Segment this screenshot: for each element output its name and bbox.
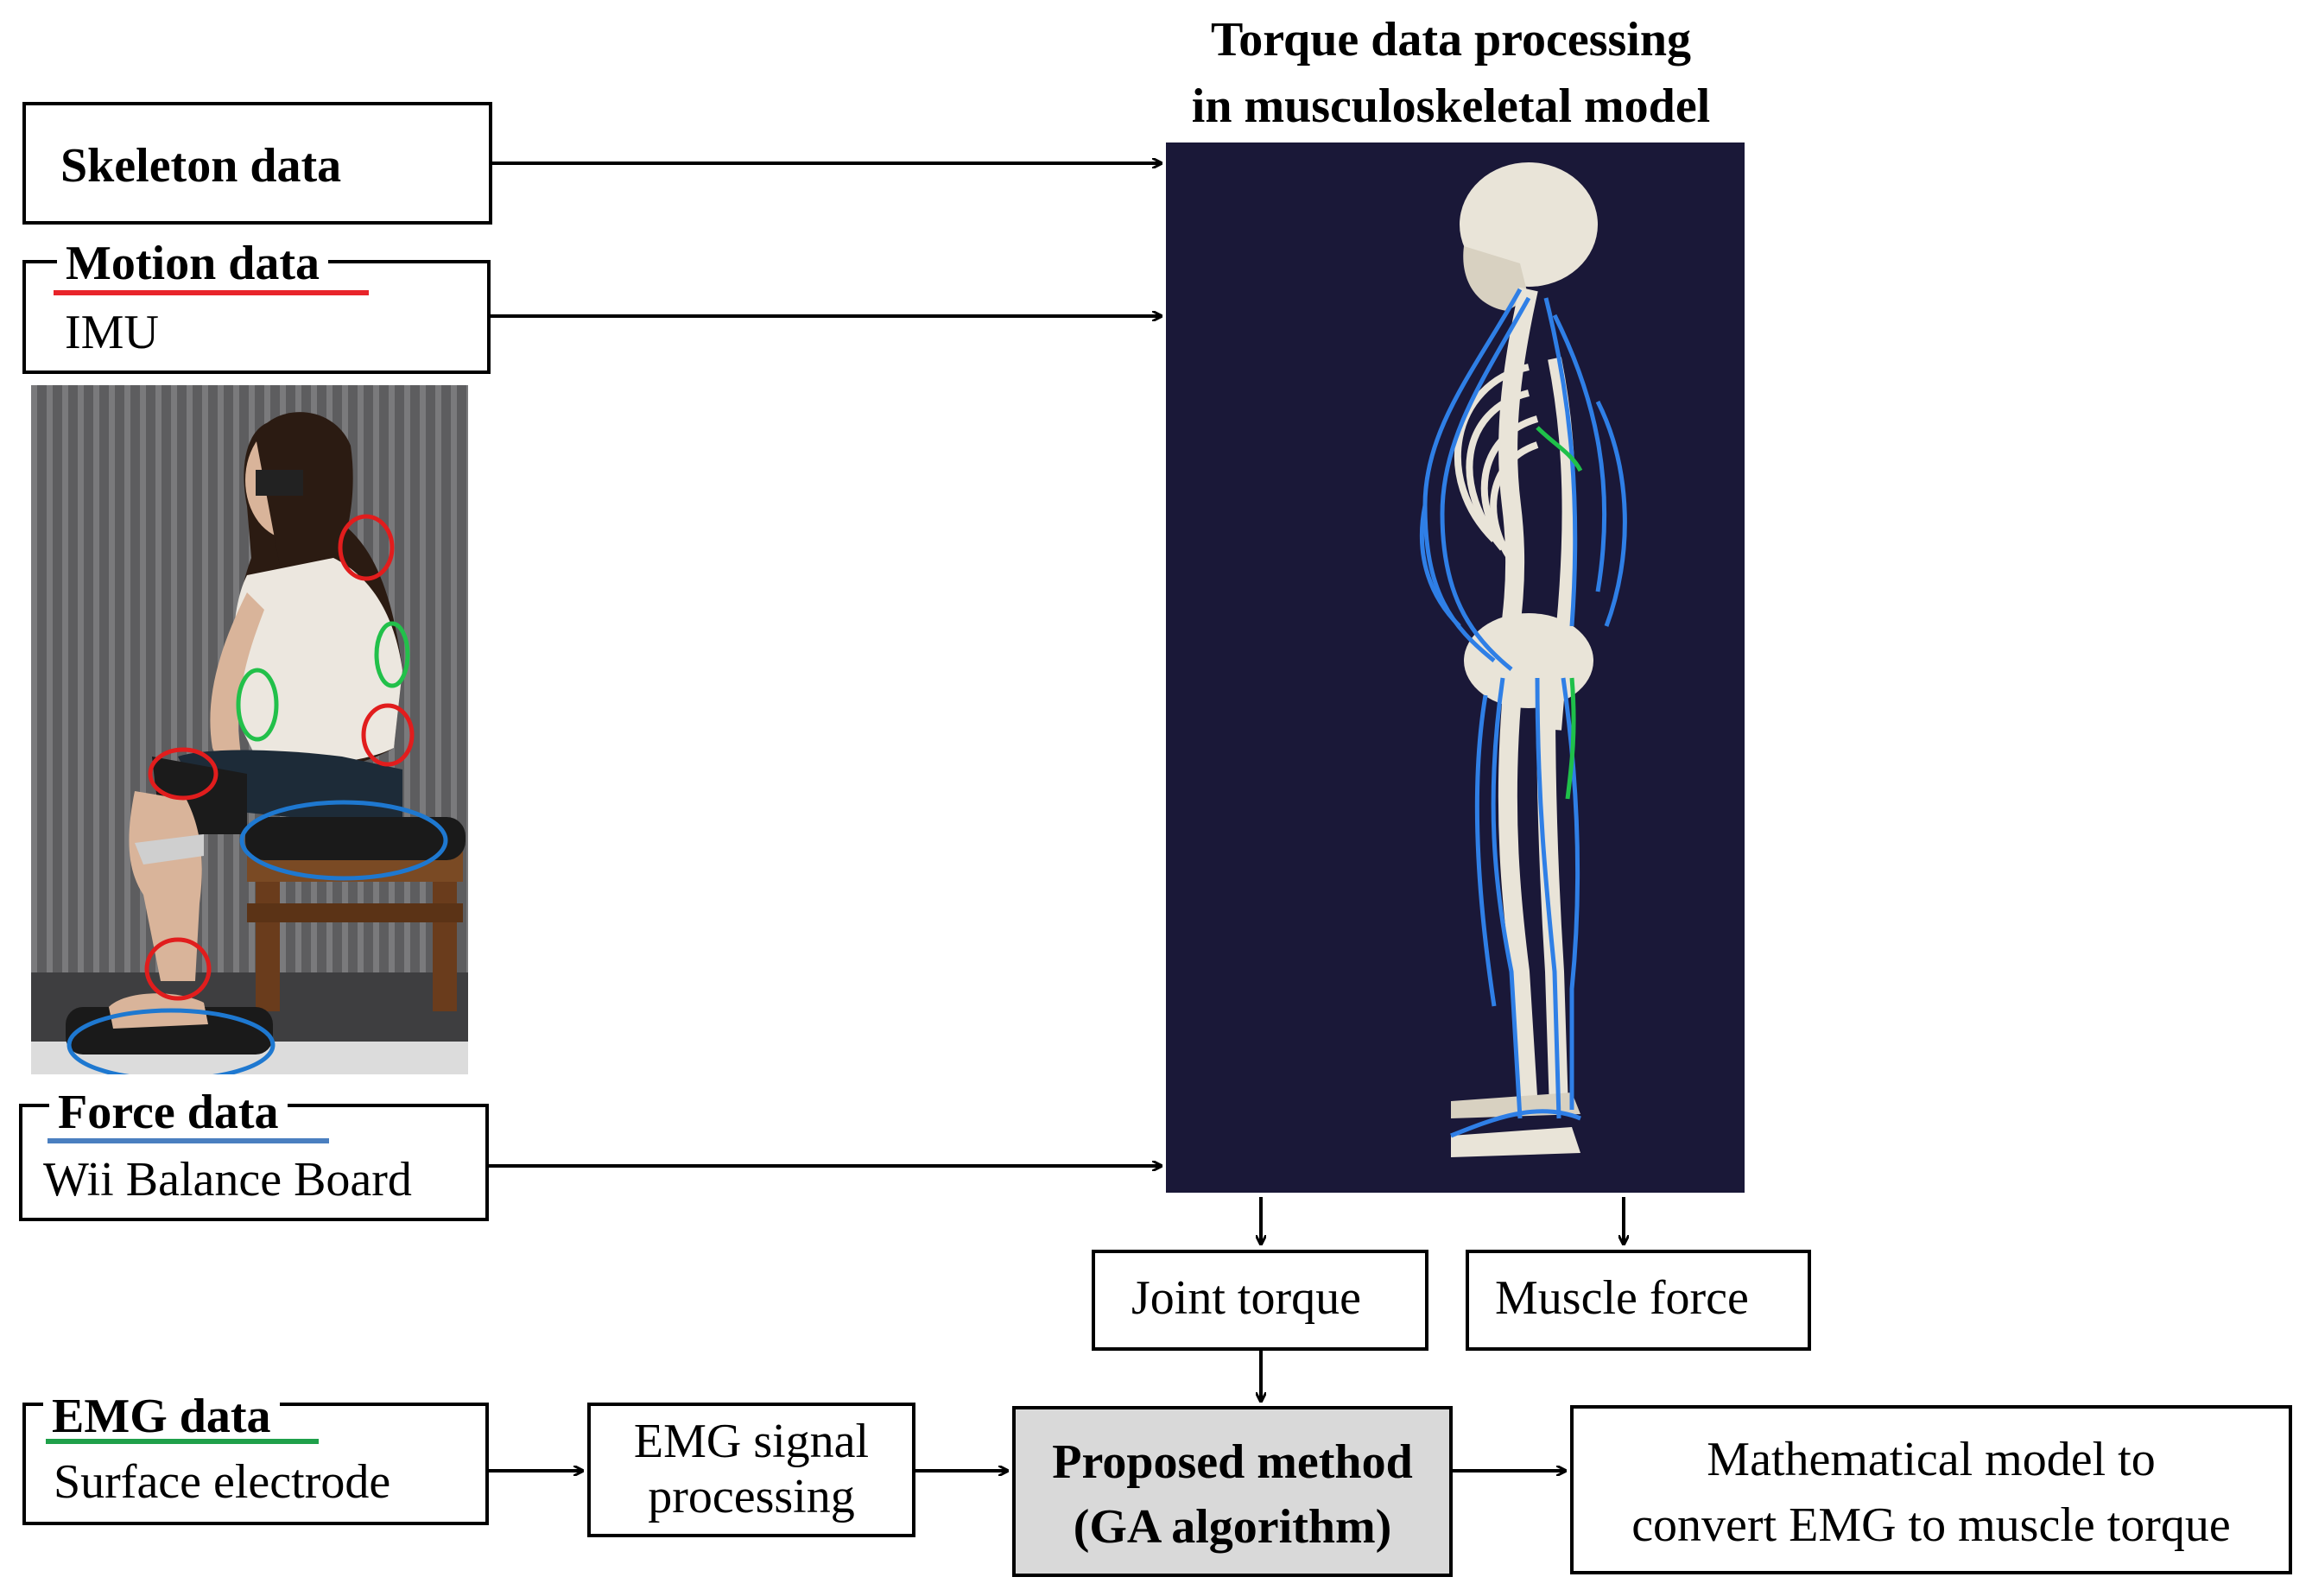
force-marker	[67, 1008, 276, 1074]
emg-data-subtitle: Surface electrode	[54, 1455, 391, 1509]
proposed-method-line1: Proposed method	[1052, 1435, 1413, 1489]
muscle-force-label: Muscle force	[1495, 1271, 1749, 1325]
emg-signal-processing-line2: processing	[648, 1470, 855, 1523]
mathematical-model-line1: Mathematical model to	[1707, 1433, 2156, 1486]
force-data-subtitle: Wii Balance Board	[43, 1153, 412, 1206]
mathematical-model-box: Mathematical model to convert EMG to mus…	[1570, 1405, 2292, 1574]
emg-marker	[374, 621, 410, 688]
imu-marker	[361, 703, 415, 767]
mathematical-model-line2: convert EMG to muscle torque	[1631, 1498, 2231, 1552]
emg-marker	[236, 668, 279, 742]
motion-data-underline	[54, 290, 369, 295]
emg-signal-processing-box: EMG signal processing	[587, 1403, 915, 1537]
force-data-underline	[48, 1138, 329, 1143]
skeleton-data-label: Skeleton data	[60, 139, 342, 193]
joint-torque-label: Joint torque	[1131, 1271, 1361, 1325]
imu-marker	[148, 747, 219, 801]
imu-marker	[338, 514, 395, 581]
force-marker	[239, 800, 448, 881]
skeleton-data-box: Skeleton data	[22, 102, 492, 225]
muscle-force-box: Muscle force	[1466, 1250, 1811, 1351]
emg-data-underline	[46, 1439, 319, 1444]
proposed-method-box: Proposed method (GA algorithm)	[1012, 1406, 1453, 1577]
skeleton-illustration	[1419, 162, 1627, 1157]
force-data-title: Force data	[49, 1088, 288, 1137]
imu-marker	[144, 937, 212, 1001]
model-title-line2: in musculoskeletal model	[1191, 79, 1711, 133]
proposed-method-line2: (GA algorithm)	[1073, 1500, 1392, 1554]
subject-photo-illustration	[31, 385, 468, 1074]
joint-torque-box: Joint torque	[1092, 1250, 1428, 1351]
motion-data-subtitle: IMU	[65, 306, 159, 359]
musculoskeletal-model-view	[1166, 142, 1745, 1193]
subject-photo	[31, 385, 468, 1074]
emg-signal-processing-line1: EMG signal	[633, 1415, 870, 1468]
motion-data-title: Motion data	[57, 239, 328, 288]
emg-data-title: EMG data	[43, 1392, 280, 1441]
model-title-line1: Torque data processing	[1211, 13, 1691, 66]
